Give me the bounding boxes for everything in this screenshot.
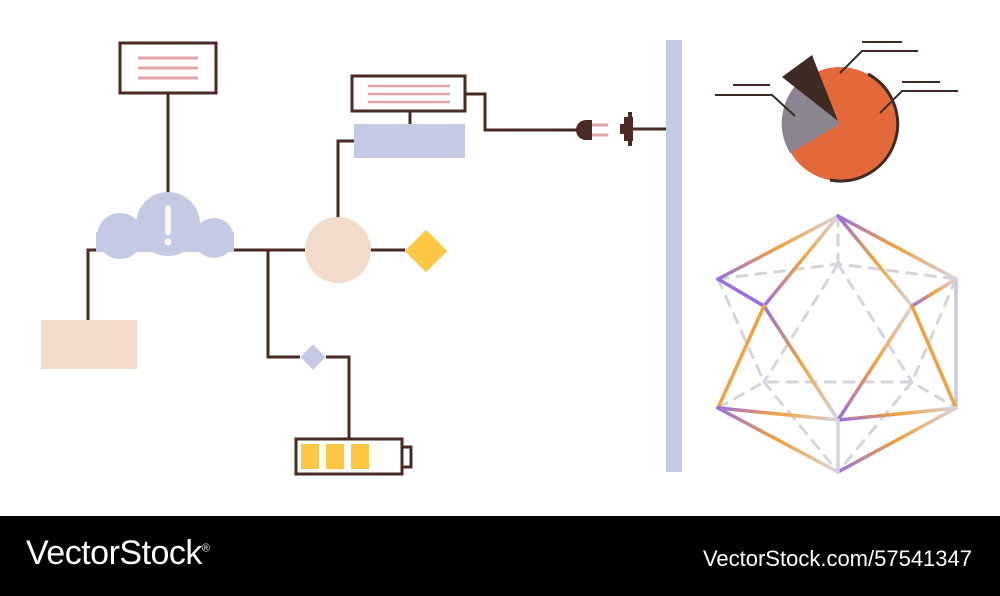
note-card-middle [350, 74, 467, 158]
plug-icon [576, 120, 608, 140]
watermark-footer: VectorStock® VectorStock.com/57541347 [0, 516, 1000, 596]
pie-chart-icon [781, 55, 900, 183]
infographic-illustration [41, 40, 958, 476]
cloud-icon [96, 192, 234, 259]
icosahedron-icon [716, 214, 958, 474]
battery-icon [294, 437, 413, 476]
peach-block [41, 320, 137, 369]
wall-bar [666, 40, 682, 472]
diamond-icon-small [300, 344, 326, 370]
watermark-brand-mark: ® [201, 542, 210, 555]
exclamation-icon [164, 205, 172, 246]
diamond-icon-yellow [404, 229, 448, 273]
watermark-brand: VectorStock® [26, 534, 210, 573]
note-card-top-left [118, 41, 218, 95]
peach-circle-node [305, 217, 371, 283]
watermark-brand-text: VectorStock [26, 534, 202, 572]
pie-callout-lines [715, 41, 958, 117]
watermark-stock-id: VectorStock.com/57541347 [702, 546, 972, 571]
socket-icon [620, 112, 633, 146]
